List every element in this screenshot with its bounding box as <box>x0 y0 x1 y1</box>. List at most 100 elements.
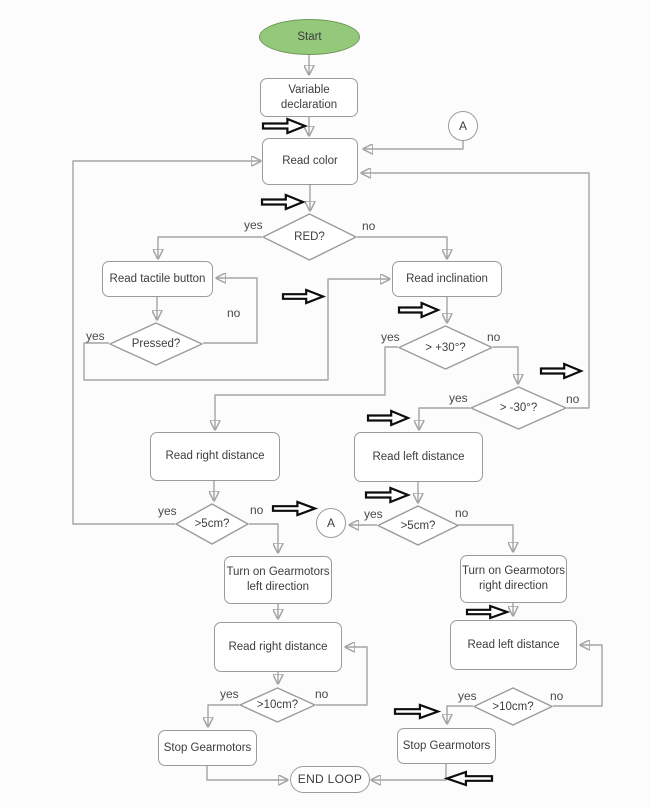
edge-label-no: no <box>227 306 241 320</box>
diamond-shape <box>473 687 553 726</box>
diamond-shape <box>175 503 249 545</box>
node-read-right-distance: Read right distance <box>150 432 280 481</box>
step-arrow-icon <box>465 604 511 620</box>
node-read-right-distance-label: Read right distance <box>165 450 265 463</box>
edge-redyes-tactile <box>158 236 262 258</box>
decision-gt-minus-30-label: > -30°? <box>499 402 538 414</box>
diamond-shape <box>262 213 357 261</box>
diamond-shape <box>109 322 203 366</box>
node-read-tactile-button-label: Read tactile button <box>109 272 206 285</box>
edge-label-yes: yes <box>381 330 400 344</box>
edge-label-no: no <box>362 219 376 233</box>
edge-label-yes: yes <box>244 218 263 232</box>
edge-10cmleftno-readright2 <box>316 647 368 706</box>
node-turn-on-gearmotors-right-label: Turn on Gearmotors right direction <box>461 565 566 592</box>
edge-label-no: no <box>566 392 580 406</box>
step-arrow-icon <box>260 193 306 211</box>
decision-gt-10cm-right-label: >10cm? <box>492 700 534 713</box>
decision-pressed-label: Pressed? <box>131 338 181 350</box>
node-read-right-distance-2-label: Read right distance <box>228 640 328 653</box>
edge-label-no: no <box>550 689 564 703</box>
edge-label-yes: yes <box>86 329 105 343</box>
edge-label-no: no <box>315 687 329 701</box>
node-read-left-distance-label: Read left distance <box>372 450 465 463</box>
decision-red-label: RED? <box>294 231 325 243</box>
decision-gt-plus-30: > +30°? <box>398 325 493 370</box>
connector-a-top: A <box>448 111 478 141</box>
step-arrow-icon <box>393 703 442 720</box>
edge-10cmleftyes-stopleft <box>208 704 239 726</box>
step-arrow-icon <box>397 301 441 319</box>
edge-stopright-endloop <box>372 764 447 780</box>
node-variable-declaration-label: Variable declaration <box>280 83 338 111</box>
decision-gt-10cm-right: >10cm? <box>473 687 553 726</box>
edge-10cmrightno-readleft2 <box>553 645 603 707</box>
decision-red: RED? <box>262 213 357 261</box>
node-stop-gearmotors-left: Stop Gearmotors <box>158 730 257 766</box>
edge-minus30no-readcolor <box>362 173 590 409</box>
connector-a-mid: A <box>316 508 346 538</box>
node-turn-on-gearmotors-right: Turn on Gearmotors right direction <box>460 555 567 603</box>
node-read-left-distance-2-label: Read left distance <box>467 638 560 651</box>
edge-label-no: no <box>487 330 501 344</box>
decision-gt-5cm-left: >5cm? <box>175 503 249 545</box>
step-arrow-icon <box>366 409 411 427</box>
node-start: Start <box>259 19 360 55</box>
diamond-shape <box>398 325 493 370</box>
edge-pressedyes-inclination <box>83 279 389 381</box>
step-arrow-icon <box>261 117 308 135</box>
edge-5cmleftno-turnleft <box>249 523 278 552</box>
edge-label-yes: yes <box>458 689 477 703</box>
connector-a-top-label: A <box>458 119 467 133</box>
decision-pressed: Pressed? <box>109 322 203 366</box>
node-start-label: Start <box>297 30 322 43</box>
step-arrow-left-icon <box>443 770 494 787</box>
edge-label-no: no <box>250 503 264 517</box>
step-arrow-icon <box>271 500 319 517</box>
edge-label-yes: yes <box>220 687 239 701</box>
node-read-inclination: Read inclination <box>392 261 502 297</box>
edge-plus30no-minus30 <box>493 346 518 383</box>
node-read-inclination-label: Read inclination <box>406 272 488 285</box>
node-stop-gearmotors-right-label: Stop Gearmotors <box>402 739 491 752</box>
node-read-left-distance: Read left distance <box>354 432 483 482</box>
node-turn-on-gearmotors-left-label: Turn on Gearmotors left direction <box>226 566 330 593</box>
decision-gt-5cm-right: >5cm? <box>377 505 459 546</box>
diamond-shape <box>470 386 567 430</box>
node-stop-gearmotors-right: Stop Gearmotors <box>397 728 496 764</box>
decision-gt-5cm-right-label: >5cm? <box>400 519 436 532</box>
edge-stopleft-endloop <box>206 766 287 780</box>
edge-plus30yes-readright <box>215 346 398 429</box>
connector-a-mid-label: A <box>326 516 335 530</box>
node-turn-on-gearmotors-left: Turn on Gearmotors left direction <box>224 556 332 604</box>
step-arrow-icon <box>539 362 584 380</box>
edge-atop-readcolor <box>364 141 464 149</box>
decision-gt-10cm-left-label: >10cm? <box>256 699 299 711</box>
decision-gt-5cm-left-label: >5cm? <box>194 518 230 530</box>
node-end-loop-label: END LOOP <box>297 771 363 786</box>
edge-10cmrightyes-stopright <box>447 705 473 723</box>
edge-redno-inclination <box>357 236 447 258</box>
edge-5cmleftyes-readcolor <box>72 161 260 525</box>
node-stop-gearmotors-left-label: Stop Gearmotors <box>163 741 252 754</box>
edge-5cmrightno-turnright <box>458 524 513 551</box>
edge-pressedno-tactile <box>203 278 258 344</box>
node-variable-declaration: Variable declaration <box>260 78 358 117</box>
edge-label-yes: yes <box>364 507 383 521</box>
node-read-color-label: Read color <box>282 155 338 168</box>
step-arrow-icon <box>281 288 327 305</box>
node-read-color: Read color <box>262 138 358 185</box>
edge-minus30yes-readleft <box>419 407 470 429</box>
decision-gt-plus-30-label: > +30°? <box>425 341 466 354</box>
edge-label-yes: yes <box>158 504 177 518</box>
step-arrow-icon <box>364 486 411 504</box>
diamond-shape <box>377 505 459 546</box>
decision-gt-10cm-left: >10cm? <box>239 687 316 723</box>
diamond-shape <box>239 687 316 723</box>
edge-label-yes: yes <box>449 391 468 405</box>
node-read-left-distance-2: Read left distance <box>450 620 577 670</box>
decision-gt-minus-30: > -30°? <box>470 386 567 430</box>
node-read-right-distance-2: Read right distance <box>214 622 342 672</box>
